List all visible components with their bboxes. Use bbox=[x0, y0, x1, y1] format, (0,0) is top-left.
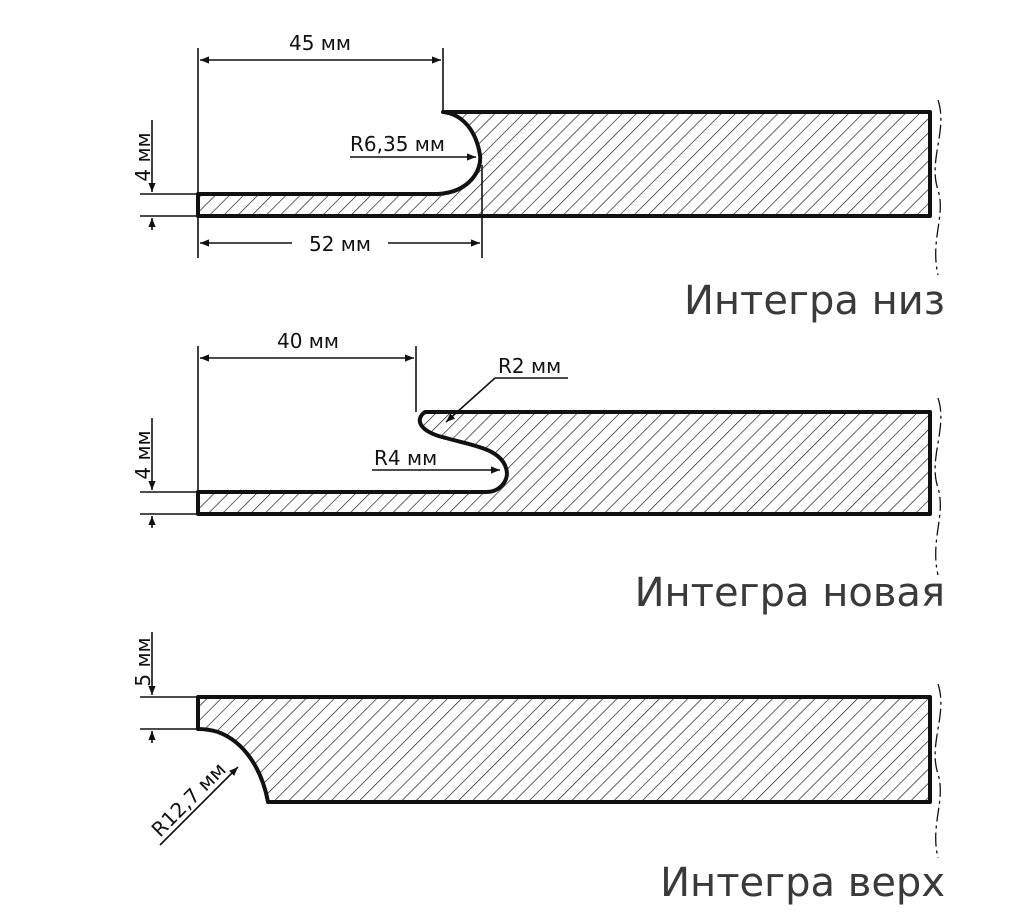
break-line bbox=[934, 683, 942, 859]
dim-thickness: 4 мм bbox=[131, 132, 155, 181]
break-line bbox=[934, 397, 942, 576]
dim-small-radius: R2 мм bbox=[498, 354, 561, 378]
dim-thickness: 5 мм bbox=[131, 637, 155, 686]
dim-thickness: 4 мм bbox=[131, 430, 155, 479]
profile-integra-verkh: 5 мм R12,7 мм Интегра верх bbox=[131, 632, 945, 906]
break-line bbox=[934, 99, 942, 276]
dim-top-width: 40 мм bbox=[277, 329, 339, 353]
profile-integra-niz-section bbox=[196, 110, 932, 218]
dim-top-width: 45 мм bbox=[289, 31, 351, 55]
dim-radius: R12,7 мм bbox=[147, 757, 231, 841]
profile-integra-niz: 45 мм R6,35 мм 52 мм 4 мм Интегра низ bbox=[131, 31, 945, 324]
dim-radius: R6,35 мм bbox=[350, 132, 445, 156]
profile-title: Интегра верх bbox=[660, 860, 945, 906]
dim-radius: R4 мм bbox=[374, 446, 437, 470]
profile-integra-verkh-section bbox=[196, 695, 932, 804]
profile-integra-novaya: 40 мм R2 мм R4 мм 4 мм Интегра новая bbox=[131, 329, 945, 616]
profile-title: Интегра новая bbox=[635, 570, 945, 616]
profile-title: Интегра низ bbox=[684, 278, 945, 324]
profile-integra-novaya-section bbox=[196, 410, 932, 516]
dim-bottom-width: 52 мм bbox=[309, 232, 371, 256]
